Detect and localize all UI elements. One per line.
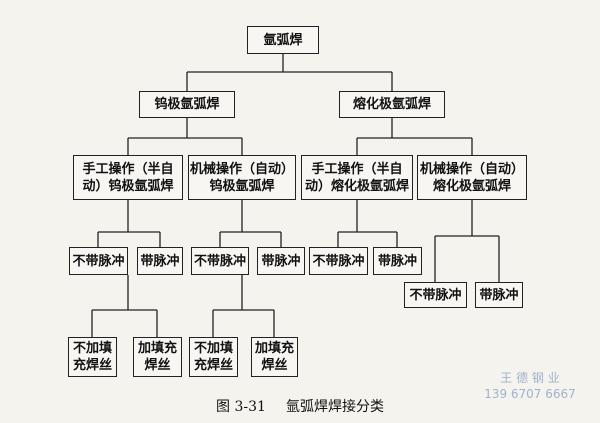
manual-mig-node: 手工操作（半自 动）熔化极氩弧焊 [301, 155, 413, 200]
no-filler-node-2: 不加填 充焊丝 [189, 337, 238, 377]
pulse-node-4: 带脉冲 [475, 282, 523, 308]
figure-number: 图 3-31 [216, 399, 266, 415]
no-pulse-node-4: 不带脉冲 [404, 282, 467, 308]
tungsten-tig-node: 钨极氩弧焊 [139, 91, 235, 118]
auto-tungsten-node: 机械操作（自动） 钨极氩弧焊 [188, 155, 296, 200]
no-pulse-node-1: 不带脉冲 [69, 247, 128, 275]
figure-caption: 图 3-31 氩弧焊焊接分类 [0, 396, 600, 416]
filler-node-1: 加填充 焊丝 [133, 337, 182, 377]
mig-node: 熔化极氩弧焊 [339, 91, 445, 118]
watermark: 王 德 钢 业 139 6707 6667 [470, 370, 590, 402]
pulse-node-2: 带脉冲 [257, 247, 305, 275]
pulse-node-3: 带脉冲 [373, 247, 422, 275]
no-filler-node-1: 不加填 充焊丝 [68, 337, 117, 377]
no-pulse-node-2: 不带脉冲 [191, 247, 249, 275]
no-pulse-node-3: 不带脉冲 [309, 247, 368, 275]
filler-node-2: 加填充 焊丝 [251, 337, 298, 377]
watermark-phone: 139 6707 6667 [484, 387, 576, 401]
auto-mig-node: 机械操作（自动） 熔化极氩弧焊 [417, 155, 527, 200]
root-node: 氩弧焊 [247, 26, 319, 54]
watermark-company: 王 德 钢 业 [500, 371, 560, 385]
figure-title: 氩弧焊焊接分类 [285, 399, 384, 415]
manual-tungsten-node: 手工操作（半自 动）钨极氩弧焊 [73, 155, 183, 200]
pulse-node-1: 带脉冲 [137, 247, 183, 275]
